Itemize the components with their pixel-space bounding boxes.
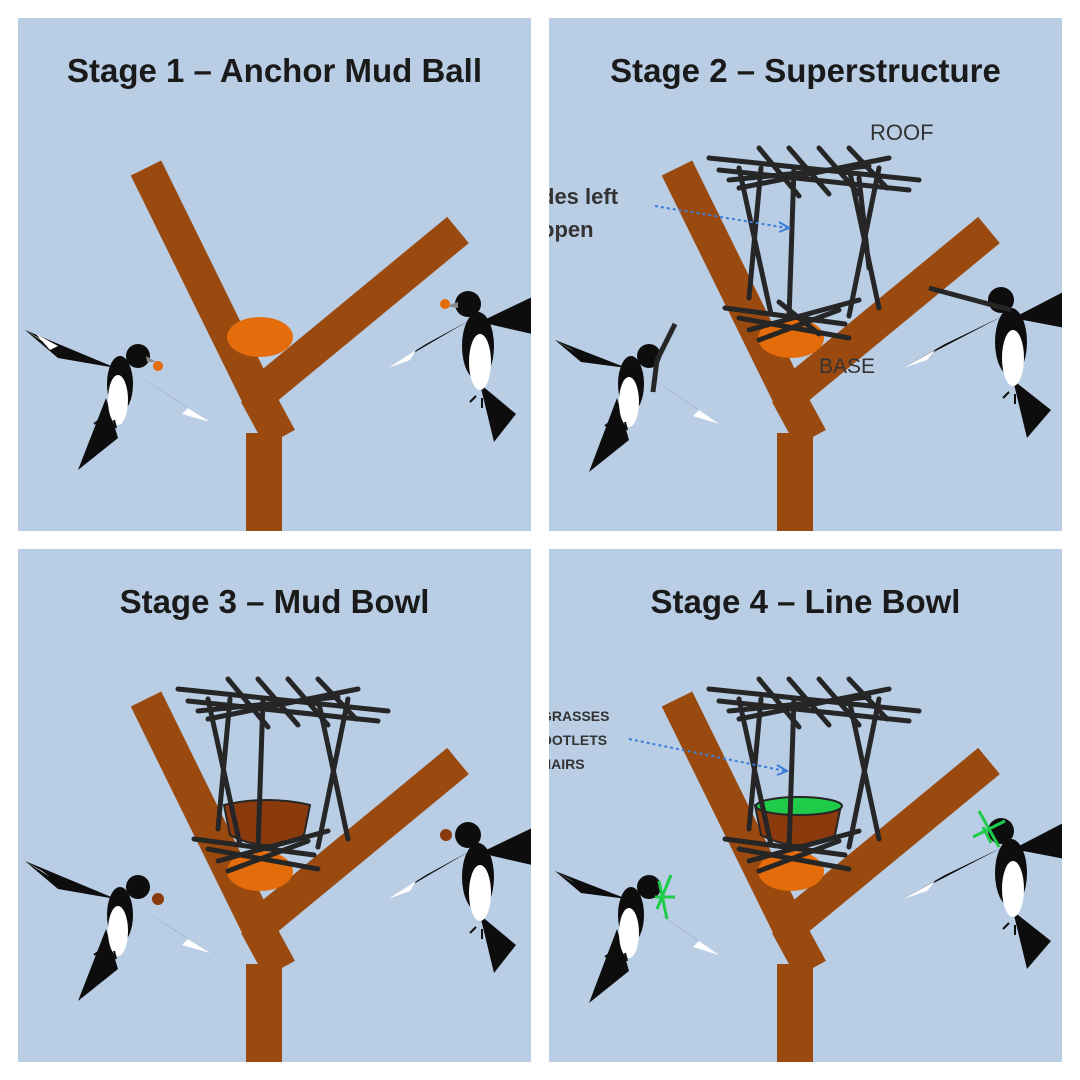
magpie-right: [903, 285, 1062, 438]
base-label: BASE: [819, 355, 876, 378]
mud-bowl: [222, 799, 312, 846]
stage-2-illustration: [555, 145, 1062, 531]
sides-label-line-2: open: [549, 217, 594, 242]
stage-4-panel: Stage 4 – Line Bowl GRASSES OOTLETS HAIR…: [549, 549, 1062, 1062]
tree-branch: [661, 160, 1000, 531]
stage-2-panel: Stage 2 – Superstructure ROOF BASE des l…: [549, 18, 1062, 531]
stage-title: Stage 2 – Superstructure: [610, 52, 1001, 89]
magpie-left: [555, 322, 719, 472]
magpie-right: [388, 291, 531, 442]
magpie-right: [903, 810, 1062, 969]
stage-1-illustration: [25, 160, 531, 531]
lining-arrow: [628, 738, 786, 772]
anchor-mud-ball: [227, 317, 293, 357]
lining-label-line-2: OOTLETS: [549, 732, 608, 748]
stick-frame: [706, 145, 922, 343]
stage-title: Stage 3 – Mud Bowl: [119, 583, 430, 620]
stage-title: Stage 4 – Line Bowl: [650, 583, 961, 620]
stage-1-panel: Stage 1 – Anchor Mud Ball: [18, 18, 531, 531]
stick-frame: [706, 676, 922, 874]
sides-label: des left open: [549, 180, 618, 246]
stage-3-panel: Stage 3 – Mud Bowl: [18, 549, 531, 1062]
bowl-lining: [755, 796, 843, 816]
lining-label: GRASSES OOTLETS HAIRS: [549, 704, 609, 776]
tree-branch: [130, 160, 469, 531]
stage-title: Stage 1 – Anchor Mud Ball: [66, 52, 482, 89]
stage-4-illustration: [555, 676, 1062, 1062]
stage-3-illustration: [25, 676, 531, 1062]
roof-label: ROOF: [870, 120, 934, 145]
lining-label-line-3: HAIRS: [549, 756, 585, 772]
magpie-left: [555, 871, 719, 1003]
sides-label-line-1: des left: [549, 184, 619, 209]
sides-arrow: [654, 205, 788, 229]
magpie-right: [388, 822, 531, 973]
tree-branch: [130, 691, 469, 1062]
magpie-left: [25, 861, 210, 1001]
tree-branch: [661, 691, 1000, 1062]
stick-frame: [175, 676, 391, 874]
magpie-left: [25, 330, 210, 470]
lining-label-line-1: GRASSES: [549, 708, 610, 724]
